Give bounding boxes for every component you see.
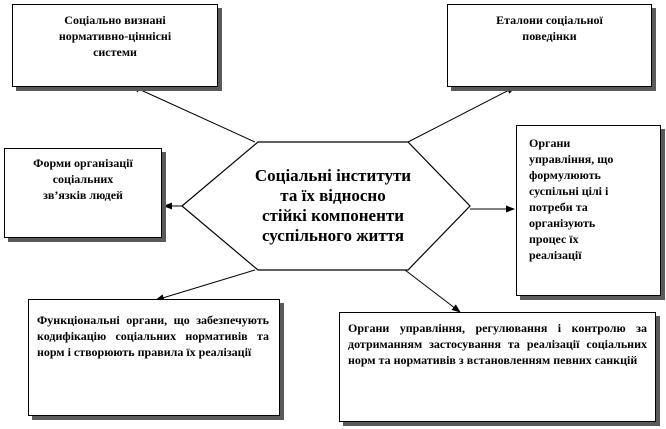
box-management-bodies: Органи управління, що формулюють суспіль…: [516, 125, 661, 296]
box-behavior-standards: Еталони соціальної поведінки: [447, 4, 652, 87]
box-functional-bodies: Функціональні органи, що забезпечують ко…: [28, 299, 280, 416]
arrow-to-norm-systems: [131, 85, 256, 143]
box-norm-value-systems: Соціально визнані нормативно-ціннісні си…: [12, 4, 218, 87]
center-label: Соціальні інститути та їх відносно стійк…: [254, 166, 412, 245]
center-hexagon: [181, 141, 471, 271]
arrow-to-behavior-standards: [407, 86, 516, 143]
arrow-to-control-bodies: [404, 269, 461, 313]
box-control-bodies: Органи управління, регулювання і контрол…: [339, 312, 656, 422]
box-social-ties-forms: Форми організації соціальних зв’язків лю…: [4, 148, 162, 238]
arrow-to-functional-bodies: [155, 269, 256, 302]
